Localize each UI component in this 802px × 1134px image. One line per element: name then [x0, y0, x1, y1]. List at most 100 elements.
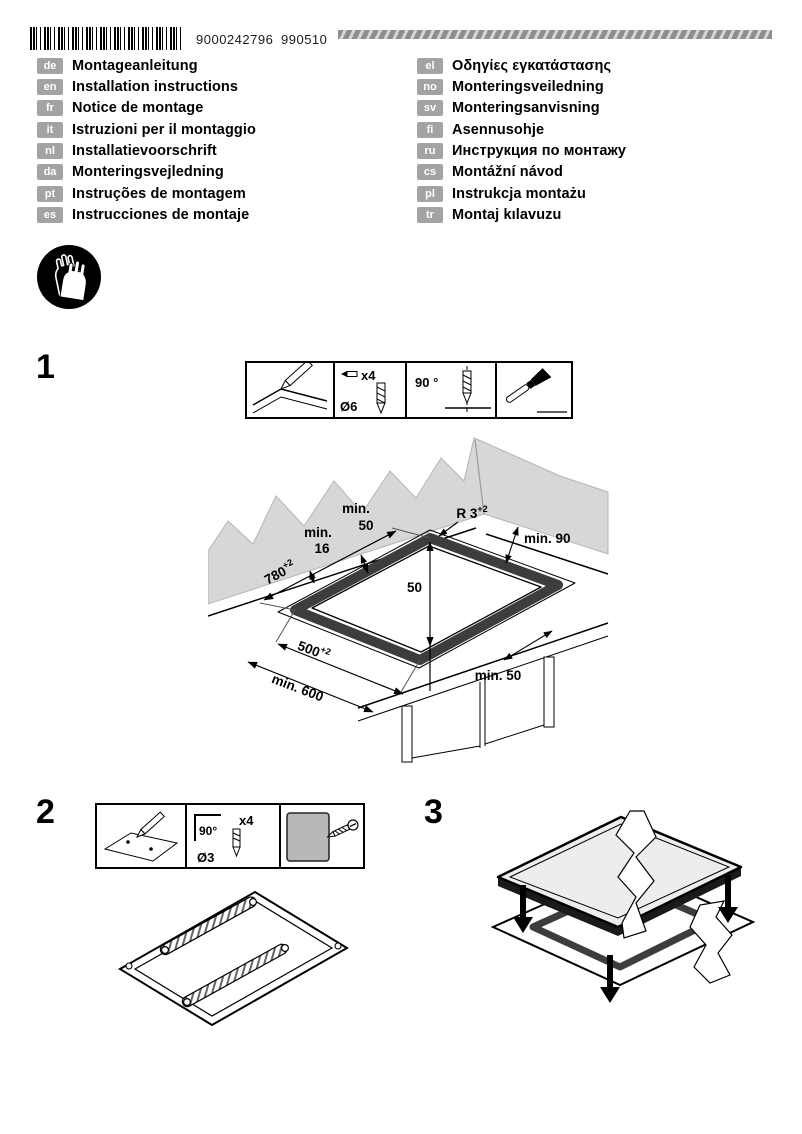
drill-90-degree-icon: 90 ° [415, 366, 491, 414]
language-title: Οδηγίες εγκατάστασης [452, 57, 612, 74]
barcode [30, 27, 182, 50]
wall-corner-line [474, 439, 485, 515]
dim-min50-top-word: min. [342, 501, 370, 516]
language-code-badge: pt [37, 185, 63, 202]
step-3-number: 3 [424, 793, 443, 831]
language-title: Montážní návod [452, 164, 563, 181]
dim-min16-value: 16 [314, 541, 330, 556]
language-code-badge: de [37, 57, 63, 74]
dim-cutout-depth-base: 500 [296, 638, 322, 660]
step-3-insert-diagram [490, 810, 756, 1003]
down-arrow [600, 955, 620, 1003]
language-title: Montageanleitung [72, 57, 198, 74]
language-row: nl Installatievoorschrift [37, 143, 256, 160]
language-code-badge: it [37, 121, 63, 138]
screw-head [249, 898, 258, 907]
glove-front [59, 260, 87, 302]
dim-counter-depth: min. 600 [270, 671, 326, 704]
dim-line-width [263, 530, 397, 601]
language-row: pl Instrukcja montażu [417, 185, 626, 202]
print-code: 990510 [281, 32, 328, 47]
language-title: Instrucciones de montaje [72, 207, 250, 224]
language-code-badge: tr [417, 207, 443, 224]
language-title: Installation instructions [72, 78, 239, 95]
language-title: Инструкция по монтажу [452, 143, 627, 160]
mark-cutout-cell [247, 359, 335, 417]
drill-frame-cell: 90° x4 Ø3 [187, 805, 281, 867]
step-2-number: 2 [36, 793, 55, 831]
language-code-badge: pl [417, 185, 443, 202]
angle-label: 90 ° [415, 375, 438, 390]
language-title: Monteringsvejledning [72, 164, 224, 181]
drill-diameter-label: Ø3 [197, 850, 214, 865]
language-row: sv Monteringsanvisning [417, 100, 626, 117]
language-row: ru Инструкция по монтажу [417, 143, 626, 160]
cooktop-tear [615, 810, 657, 939]
dim-line-min16 [308, 570, 316, 584]
language-row: pt Instruções de montagem [37, 185, 256, 202]
decorative-stripe-bar [338, 30, 772, 39]
language-code-badge: cs [417, 164, 443, 181]
language-row: cs Montážní návod [417, 164, 626, 181]
dim-width-sup: +2 [281, 557, 295, 571]
language-row: da Monteringsvejledning [37, 164, 256, 181]
protective-gloves-icon [37, 245, 101, 309]
language-code-badge: nl [37, 143, 63, 160]
cooktop [496, 815, 743, 936]
language-title: Asennusohje [452, 121, 545, 138]
language-code-badge: fr [37, 100, 63, 117]
dim-line-min90 [505, 526, 519, 564]
screw-icon [286, 812, 359, 862]
drill-bit-icon: x4 Ø6 [340, 368, 386, 415]
dim-min16-word: min. [304, 525, 332, 540]
drill-count-label: x4 [361, 368, 376, 383]
dim-center-50: 50 [407, 580, 422, 595]
counter-tear [689, 900, 733, 984]
dim-radius-base: R 3 [456, 506, 478, 521]
language-code-badge: el [417, 57, 443, 74]
screw-head [182, 997, 191, 1006]
screw-fasten-cell [281, 805, 363, 867]
barcode-number: 9000242796 [196, 32, 274, 47]
language-title: Installatievoorschrift [72, 143, 217, 160]
language-row: el Οδηγίες εγκατάστασης [417, 57, 626, 74]
language-code-badge: da [37, 164, 63, 181]
dim-cutout-depth: 500+2 [296, 636, 333, 664]
language-code-badge: sv [417, 100, 443, 117]
language-row: fi Asennusohje [417, 121, 626, 138]
dim-line-counter-depth [247, 661, 374, 713]
language-code-badge: ru [417, 143, 443, 160]
language-title: Instruções de montagem [72, 185, 246, 202]
screw-head [334, 942, 342, 950]
drill-holes-cell: x4 Ø6 [335, 363, 407, 417]
pencil-marking-icon [103, 811, 179, 862]
language-code-badge: es [37, 207, 63, 224]
step-1-installation-diagram: 50 780+2 min. 50 min. 16 R 3+2 min. 90 5… [208, 437, 609, 763]
language-title: Monteringsveiledning [452, 78, 604, 95]
language-row: fr Notice de montage [37, 100, 256, 117]
dim-min90: min. 90 [524, 531, 571, 546]
mark-holes-cell [97, 805, 187, 867]
step-2-toolbar: 90° x4 Ø3 [95, 803, 365, 869]
dim-radius: R 3+2 [456, 504, 487, 521]
down-arrow [718, 875, 738, 923]
apply-sealant-cell [497, 363, 571, 417]
language-code-badge: fi [417, 121, 443, 138]
language-title: Montaj kılavuzu [452, 207, 562, 224]
drill-diameter-label: Ø6 [340, 399, 357, 414]
language-title: Monteringsanvisning [452, 100, 600, 117]
angle-label: 90° [199, 824, 217, 838]
language-title: Instrukcja montażu [452, 185, 586, 202]
language-row: no Monteringsveiledning [417, 78, 626, 95]
language-title: Notice de montage [72, 100, 204, 117]
language-row: es Instrucciones de montaje [37, 207, 256, 224]
dim-leader-radius [438, 521, 459, 537]
frame-inner [133, 900, 334, 1017]
language-code-badge: no [417, 78, 443, 95]
screw-head [160, 945, 169, 954]
step-1-toolbar: x4 Ø6 90 ° [245, 359, 573, 419]
language-row: tr Montaj kılavuzu [417, 207, 626, 224]
